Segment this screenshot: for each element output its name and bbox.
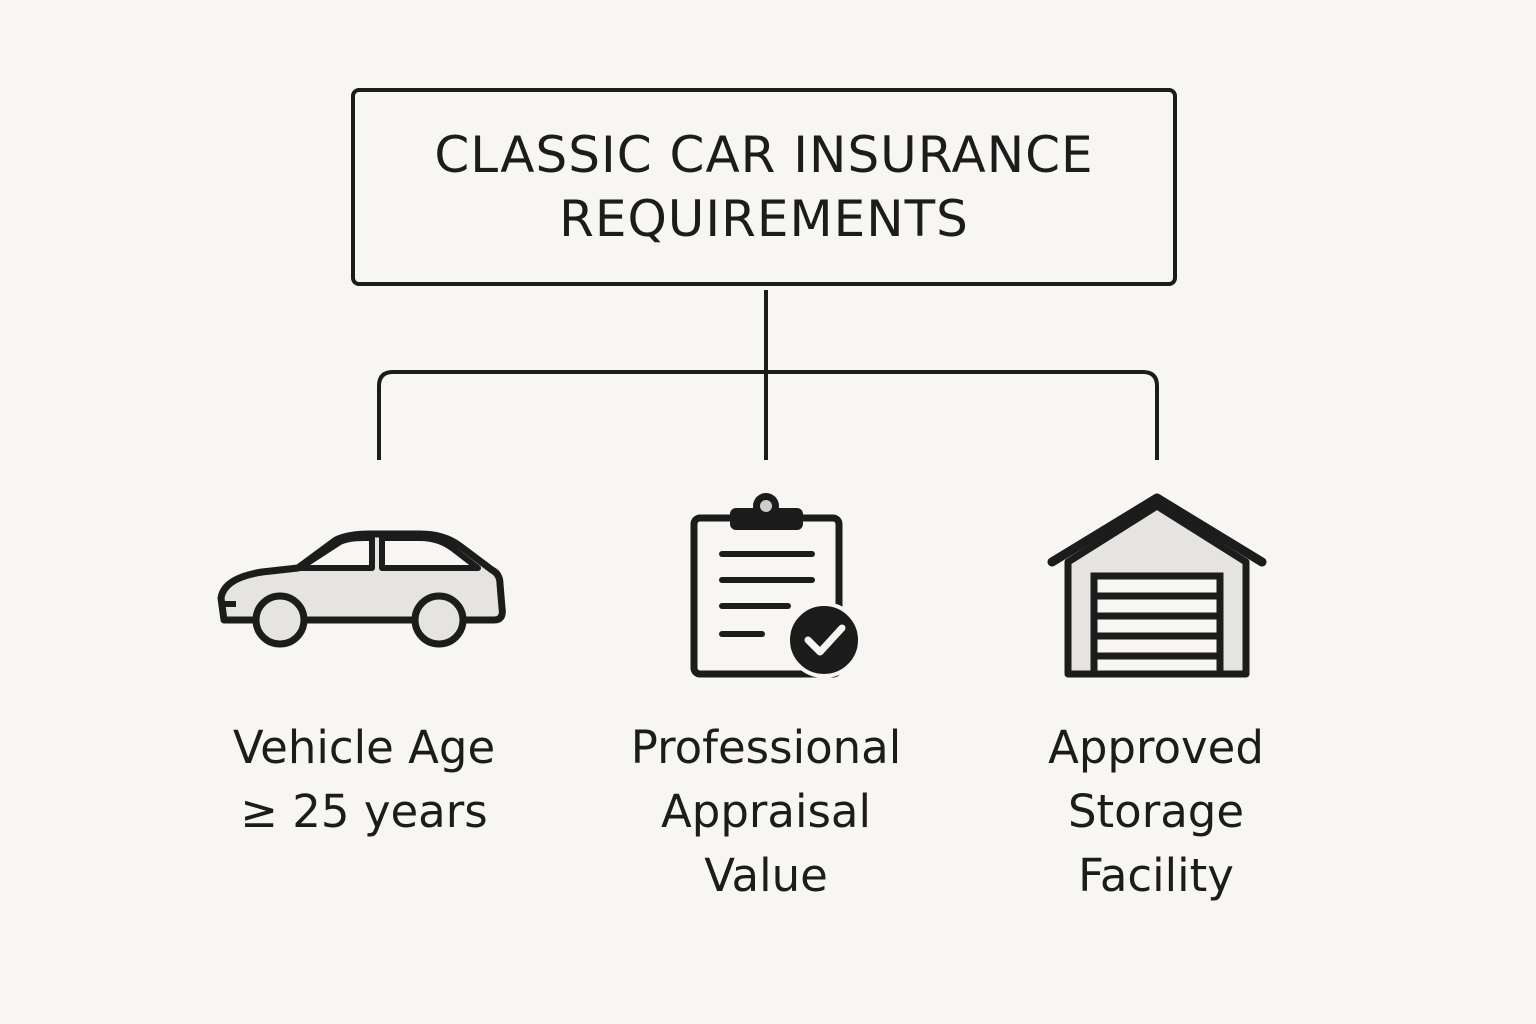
- label-line: Storage: [1067, 785, 1245, 838]
- label-line: Approved: [1048, 721, 1264, 774]
- label-line: Appraisal: [660, 785, 871, 838]
- car-icon: [217, 530, 506, 648]
- title-line-1: CLASSIC CAR INSURANCE: [434, 126, 1094, 184]
- label-line: Facility: [1078, 849, 1234, 902]
- title-box: CLASSIC CAR INSURANCE REQUIREMENTS: [351, 88, 1177, 286]
- label-line: Value: [704, 849, 828, 902]
- label-appraisal: Professional Appraisal Value: [576, 716, 956, 908]
- label-line: ≥ 25 years: [240, 785, 488, 838]
- label-storage: Approved Storage Facility: [966, 716, 1346, 908]
- clipboard-check-icon: [690, 493, 862, 678]
- title-line-2: REQUIREMENTS: [559, 190, 969, 248]
- label-line: Vehicle Age: [232, 721, 496, 774]
- label-vehicle-age: Vehicle Age ≥ 25 years: [174, 716, 554, 844]
- garage-icon: [1047, 493, 1267, 678]
- label-line: Professional: [630, 721, 902, 774]
